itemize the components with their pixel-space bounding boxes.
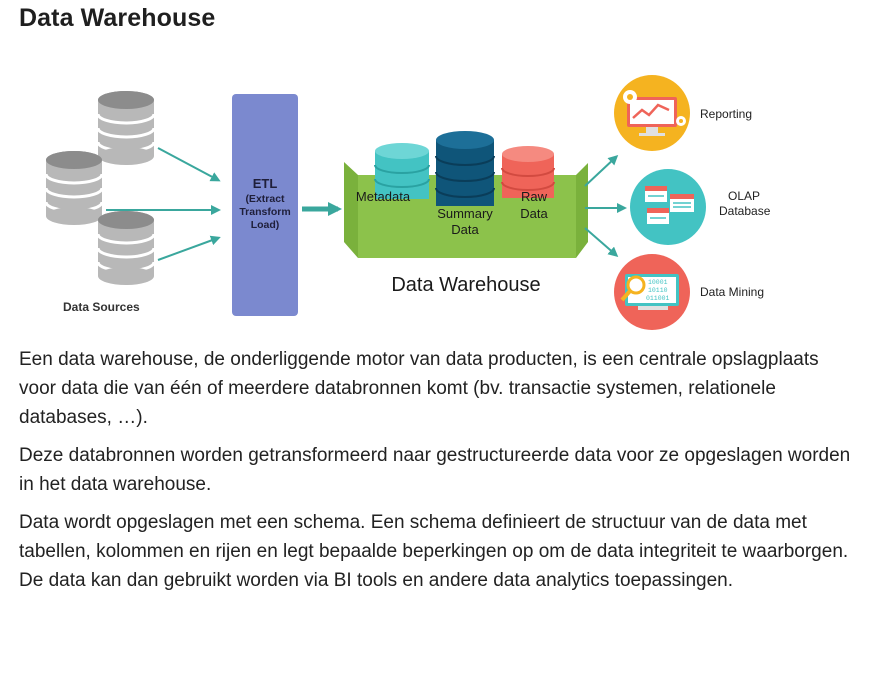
page-title: Data Warehouse — [19, 4, 216, 32]
etl-label: Load) — [251, 219, 280, 231]
summary-label: Data — [451, 222, 479, 237]
olap-label: OLAP — [728, 189, 760, 203]
etl-label: Transform — [239, 206, 290, 218]
mining-bits: 011001 — [646, 295, 670, 302]
database-icon — [96, 91, 156, 165]
paragraph: Deze databronnen worden getransformeerd … — [19, 445, 851, 495]
reporting-icon — [614, 75, 690, 151]
metadata-label: Metadata — [356, 189, 411, 204]
mining-bits: 10110 — [648, 287, 668, 294]
arrow — [584, 154, 619, 187]
database-icon — [96, 211, 156, 285]
data-warehouse-diagram: Data Sources ETL (Extract Transform Load… — [40, 70, 840, 335]
arrow — [584, 227, 619, 257]
raw-label: Raw — [521, 189, 548, 204]
paragraph: Data wordt opgeslagen met een schema. Ee… — [19, 512, 849, 562]
paragraph: De data kan dan gebruikt worden via BI t… — [19, 570, 734, 591]
warehouse-title: Data Warehouse — [391, 274, 540, 296]
arrow — [157, 147, 221, 182]
data-mining-label: Data Mining — [700, 285, 764, 299]
description: Een data warehouse, de onderliggende mot… — [19, 345, 859, 604]
database-icon — [44, 151, 104, 225]
data-mining-icon — [614, 254, 690, 330]
etl-label: ETL — [253, 176, 278, 191]
reporting-label: Reporting — [700, 107, 752, 121]
summary-label: Summary — [437, 206, 493, 221]
data-sources-label: Data Sources — [63, 300, 140, 314]
raw-label: Data — [520, 206, 548, 221]
olap-label: Database — [719, 204, 771, 218]
etl-box — [232, 94, 298, 316]
olap-database-icon — [630, 169, 706, 245]
database-icon — [501, 146, 555, 198]
database-icon — [374, 143, 430, 199]
paragraph: Een data warehouse, de onderliggende mot… — [19, 349, 819, 428]
arrow — [157, 235, 221, 261]
mining-bits: 10001 — [648, 279, 668, 286]
etl-label: (Extract — [245, 193, 285, 205]
database-icon — [435, 131, 495, 206]
